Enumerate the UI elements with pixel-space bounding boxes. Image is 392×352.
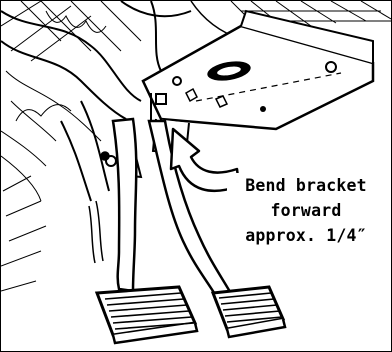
callout-line-2: forward (227, 198, 385, 223)
cable-detail (89, 152, 109, 263)
pedal-bracket-plate (143, 11, 373, 129)
brake-pedal-pad (213, 287, 285, 337)
clutch-pedal-pad (97, 287, 197, 343)
bend-bracket-callout: Bend bracket forward approx. 1/4″ (227, 173, 385, 248)
clutch-pedal-arm (113, 119, 136, 291)
callout-line-1: Bend bracket (227, 173, 385, 198)
callout-line-3: approx. 1/4″ (227, 223, 385, 248)
